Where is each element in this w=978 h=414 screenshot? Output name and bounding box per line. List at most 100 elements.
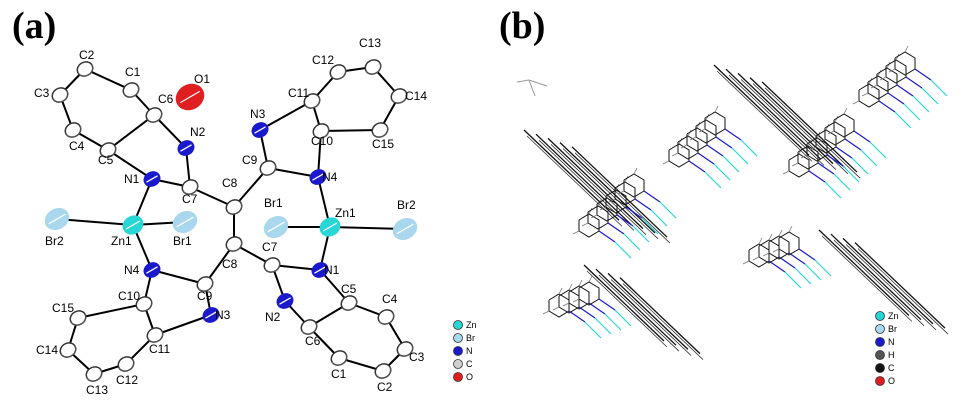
panel-b-label: (b) (499, 5, 546, 47)
atom-label-C4a: C4 (69, 139, 85, 153)
molecule-column-right (782, 107, 887, 199)
atom-label-N4a: N4 (322, 170, 338, 184)
atom-label-C15a: C15 (372, 137, 394, 151)
atom-C10b: C10 (118, 289, 153, 312)
atom-C10a: C10 (311, 123, 333, 148)
atom-C9a: C9 (242, 153, 277, 176)
atom-label-C15b: C15 (52, 301, 74, 315)
atom-C7b: C7 (262, 240, 281, 273)
atom-label-C1b: C1 (331, 367, 347, 381)
bond-C10b-C15b (77, 303, 145, 319)
atom-label-C5b: C5 (341, 282, 357, 296)
atom-label-Zn1b: Zn1 (335, 206, 356, 220)
bond-Zn1b-Br2b (329, 226, 406, 230)
atom-label-C7b: C7 (262, 240, 278, 254)
atom-label-C12a: C12 (312, 53, 334, 67)
bond-C15a-C10a (320, 129, 381, 132)
legend-a-item-Br: Br (453, 333, 475, 343)
legend-b-label: Zn (888, 311, 899, 321)
legend-a-label: C (466, 359, 473, 369)
legend-a-label: Br (466, 333, 475, 343)
atom-C15b: C15 (52, 301, 87, 326)
ligand-rods-right-lower (818, 229, 949, 335)
legend-b-item-O: O (875, 376, 895, 386)
atom-C9b: C9 (196, 276, 214, 303)
atom-label-C2a: C2 (79, 48, 95, 62)
atom-label-C3b: C3 (409, 350, 425, 364)
molecule-column-left-upper (662, 105, 758, 189)
atom-O1: O1 (175, 72, 210, 111)
bond-N3a-C11a (259, 100, 313, 131)
atom-N3b: N3 (202, 307, 231, 323)
atom-C5b: C5 (340, 282, 358, 311)
atom-N4b: N4 (124, 262, 161, 278)
atom-C6a: C6 (145, 92, 174, 123)
atom-label-Br2b: Br2 (397, 198, 416, 212)
atom-N3a: N3 (250, 107, 269, 138)
legend-a-item-O: O (453, 372, 473, 382)
atom-Br2a: Br2 (44, 207, 70, 248)
atom-label-C7a: C7 (182, 192, 198, 206)
atom-label-N1a: N1 (124, 172, 140, 186)
atom-label-Br2a: Br2 (45, 234, 64, 248)
molecule-column-right-bottom (742, 225, 832, 289)
atom-label-C6a: C6 (158, 92, 174, 106)
legend-a-item-Zn: Zn (453, 320, 477, 330)
atom-label-O1: O1 (194, 72, 210, 86)
atom-Br1a: Br1 (172, 210, 198, 248)
atom-C8b: C8 (222, 236, 243, 271)
bond-C6a-N2a (153, 114, 187, 149)
atom-N2a: N2 (177, 125, 206, 156)
atom-C1a: C1 (122, 65, 141, 98)
bond-Br2a-Zn1a (56, 218, 134, 226)
atom-Zn1b: Zn1 (319, 206, 356, 237)
atom-C11a: C11 (288, 86, 321, 109)
molecule-column-left (572, 167, 677, 259)
atom-label-C3a: C3 (34, 86, 50, 100)
atom-C12b: C12 (116, 356, 138, 387)
atom-label-C14b: C14 (36, 343, 58, 357)
atom-C15a: C15 (371, 122, 394, 151)
atom-label-C12b: C12 (116, 373, 138, 387)
legend-a-label: Zn (466, 320, 477, 330)
legend-a-label: O (466, 372, 473, 382)
bond-C11b-N3b (154, 314, 212, 336)
legend-b-item-Br: Br (875, 324, 897, 334)
atom-C3a: C3 (34, 86, 69, 103)
atom-Zn1a: Zn1 (111, 215, 144, 248)
atom-C5a: C5 (98, 142, 117, 167)
atom-label-C11a: C11 (288, 86, 309, 100)
atom-label-N3b: N3 (215, 308, 231, 322)
atom-N1a: N1 (124, 171, 161, 187)
atom-label-Br1b: Br1 (264, 196, 283, 210)
atom-C12a: C12 (312, 53, 347, 80)
atom-label-N2b: N2 (265, 310, 281, 324)
atom-label-C8b: C8 (222, 257, 238, 271)
ligand-rods-left-upper (523, 129, 671, 244)
atom-C2a: C2 (76, 48, 95, 77)
atom-C4a: C4 (64, 122, 85, 153)
panel-a-label: (a) (12, 5, 57, 47)
atom-C1b: C1 (330, 350, 348, 381)
atom-C11b: C11 (146, 327, 170, 356)
atom-label-N4b: N4 (124, 263, 140, 277)
bond-N4a-C9a (267, 167, 319, 178)
atom-label-N1b: N1 (324, 263, 340, 277)
molecule-column-right-upper (852, 45, 948, 129)
legend-b-item-N: N (875, 337, 895, 347)
bond-group (56, 66, 406, 375)
atom-label-N2a: N2 (190, 125, 206, 139)
bond-C7a-C8a (189, 186, 235, 208)
legend-b-item-C: C (875, 363, 895, 373)
atom-label-C9b: C9 (197, 289, 213, 303)
atom-label-C9a: C9 (242, 153, 258, 167)
atom-label-C10b: C10 (118, 289, 140, 303)
atom-label-Zn1a: Zn1 (111, 234, 132, 248)
atom-N1b: N1 (311, 262, 340, 278)
